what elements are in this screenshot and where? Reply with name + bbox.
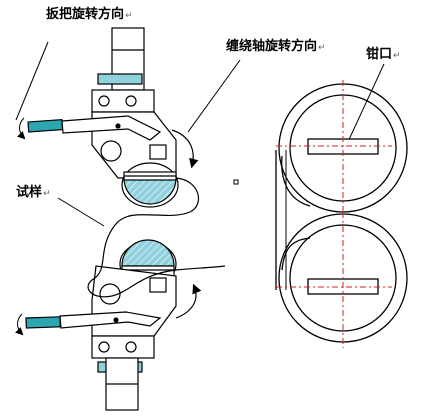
- top-bracket: [91, 89, 155, 113]
- handle-rotation-direction-label: 扳把旋转方向↵: [46, 8, 133, 21]
- return-mark: ↵: [43, 189, 51, 199]
- top-handle-tip: [27, 118, 64, 133]
- handle-rotation-arrow-bottom: [14, 313, 24, 336]
- top-body-hole: [100, 140, 122, 162]
- jaw-text: 钳口: [366, 47, 393, 62]
- bottom-handle: [25, 311, 162, 329]
- specimen-label-leader: [57, 197, 105, 227]
- winding-axis-rotation-direction-text: 缠绕轴旋转方向: [226, 39, 318, 54]
- bottom-handle-tip: [25, 316, 61, 329]
- bottom-grip-jaw: [121, 239, 175, 267]
- return-mark: ↵: [318, 43, 326, 53]
- side-view-centerlines: [276, 80, 392, 348]
- top-grip-jaw: [123, 177, 177, 205]
- bottom-body-hole: [99, 283, 121, 305]
- bottom-disc-inner: [289, 224, 397, 332]
- winding-rotation-arrow-bottom: [175, 283, 202, 319]
- side-view: [275, 83, 408, 343]
- specimen-label: 试样↵: [16, 186, 51, 199]
- side-specimen-wire: [281, 155, 311, 271]
- bottom-bracket: [91, 335, 155, 359]
- handle-rotation-direction-text: 扳把旋转方向: [46, 7, 125, 22]
- bottom-body-plate: [91, 265, 177, 337]
- top-handle: [27, 115, 162, 141]
- handle-label-leader: [15, 41, 49, 121]
- return-mark: ↵: [393, 51, 401, 61]
- jaw-label-leader: [345, 63, 385, 147]
- winding-rotation-arrow-top: [171, 129, 199, 169]
- small-square-mark: [233, 179, 239, 185]
- top-shaft-collar: [97, 73, 143, 85]
- winding-label-leader: [187, 59, 241, 133]
- handle-rotation-arrow-top: [16, 117, 26, 140]
- specimen-wire: [87, 177, 226, 298]
- specimen-text: 试样: [16, 185, 43, 200]
- jaw-label: 钳口↵: [366, 48, 401, 61]
- bottom-grip-assembly: [91, 239, 177, 411]
- winding-axis-rotation-direction-label: 缠绕轴旋转方向↵: [226, 40, 326, 53]
- return-mark: ↵: [125, 11, 133, 21]
